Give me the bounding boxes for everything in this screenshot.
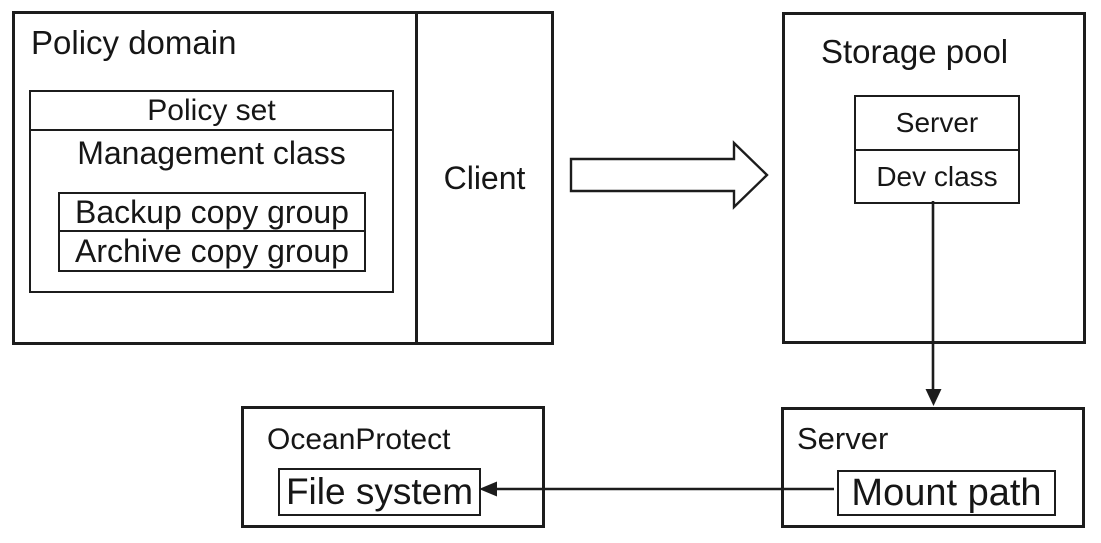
file-system-box: File system	[278, 468, 481, 516]
pool-server-label: Server	[856, 97, 1018, 151]
mount-path-box: Mount path	[837, 470, 1056, 516]
archive-copy-group-label: Archive copy group	[75, 232, 349, 269]
server-title: Server	[797, 421, 889, 456]
client-box: Client	[415, 11, 554, 345]
oceanprotect-box: OceanProtect File system	[241, 406, 545, 528]
policy-set-label: Policy set	[31, 92, 392, 131]
dev-class-label: Dev class	[876, 161, 998, 192]
client-label: Client	[443, 159, 526, 196]
policy-domain-title: Policy domain	[31, 24, 237, 61]
policy-set-box: Policy set Management class Backup copy …	[29, 90, 394, 293]
server-devclass-box: Server Dev class	[854, 95, 1020, 204]
backup-copy-group-label: Backup copy group	[60, 194, 364, 232]
oceanprotect-title: OceanProtect	[267, 423, 451, 456]
policy-domain-box: Policy domain Policy set Management clas…	[12, 11, 418, 345]
server-box: Server Mount path	[781, 407, 1085, 528]
client-to-storagepool-arrow	[569, 140, 769, 210]
devclass-to-server-arrowhead	[925, 389, 942, 406]
storage-pool-box: Storage pool Server Dev class	[782, 12, 1086, 344]
file-system-label: File system	[285, 471, 474, 512]
management-class-label: Management class	[77, 135, 346, 171]
mount-path-label: Mount path	[851, 471, 1042, 514]
copy-groups-box: Backup copy group Archive copy group	[58, 192, 366, 272]
storage-pool-title: Storage pool	[821, 33, 1009, 70]
